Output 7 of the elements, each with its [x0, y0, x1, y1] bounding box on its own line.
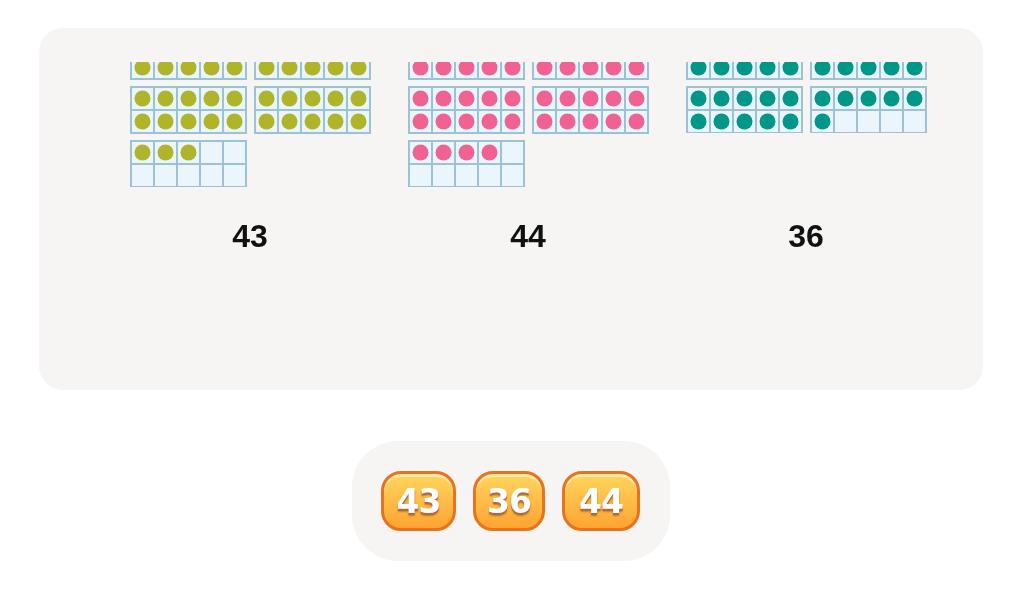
number-label: 43	[232, 220, 268, 252]
answer-tile: 43	[381, 471, 456, 531]
number-label: 36	[788, 220, 824, 252]
answer-tile: 44	[562, 471, 640, 531]
number-label: 44	[510, 220, 546, 252]
answer-tile: 36	[473, 471, 545, 531]
answer-tray	[352, 441, 670, 561]
